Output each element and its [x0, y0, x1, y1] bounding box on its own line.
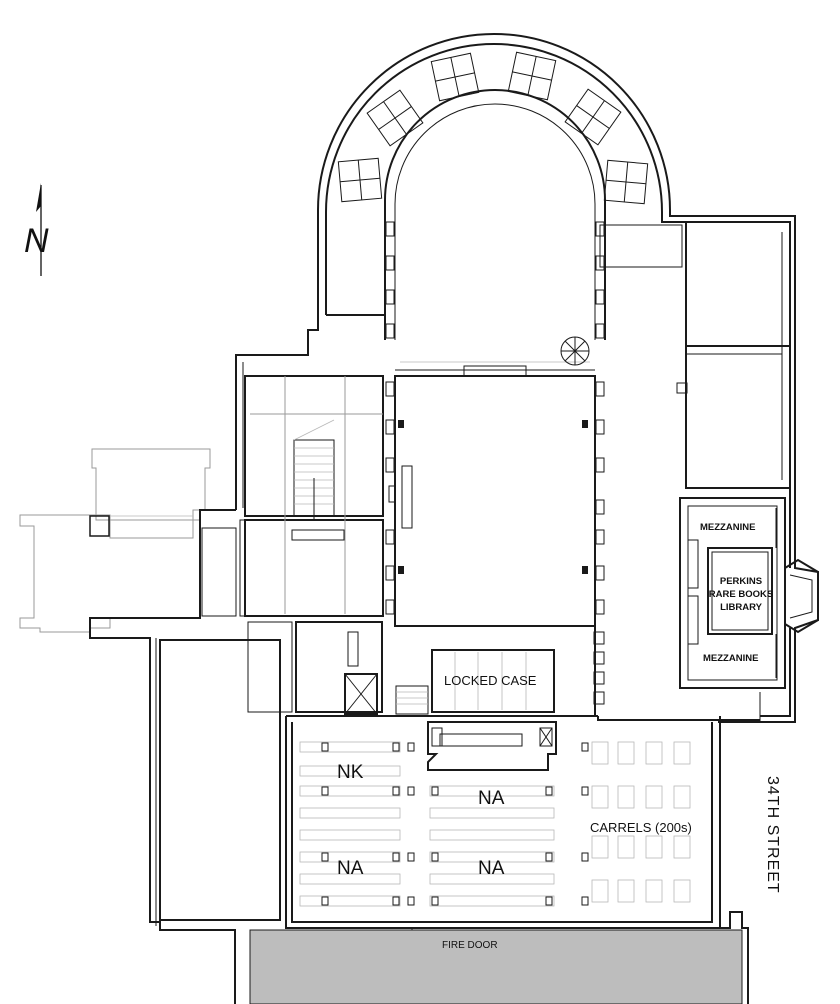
carrels-label: CARRELS (200s) — [590, 820, 692, 835]
perkins-label-line2: RARE BOOKS — [709, 589, 773, 600]
carrel-desks — [591, 741, 691, 903]
east-upper-rooms — [599, 221, 791, 489]
perkins-label-line1: PERKINS — [720, 576, 762, 587]
perkins-block — [679, 497, 819, 689]
central-hall — [385, 221, 605, 716]
nk-zone-label: NK — [337, 762, 364, 783]
locked-case-room — [431, 649, 555, 713]
pier-columns-left — [385, 221, 395, 615]
na-zone-center-top-label: NA — [478, 788, 505, 809]
compass-letter: N — [24, 222, 49, 260]
pier-columns-right — [593, 221, 605, 705]
na-zone-left-label: NA — [337, 858, 364, 879]
north-arrow-icon — [36, 183, 42, 276]
mezzanine-top-label: MEZZANINE — [700, 522, 755, 533]
south-annex — [249, 929, 743, 1004]
reading-room — [299, 721, 691, 943]
na-zone-center-bottom-label: NA — [478, 858, 505, 879]
west-stair-hall — [201, 375, 384, 617]
stack-shelves-left — [299, 741, 401, 907]
west-outbuilding — [19, 448, 211, 633]
south-west-rooms — [247, 621, 429, 715]
street-label: 34TH STREET — [764, 776, 781, 894]
stack-shelves-center — [429, 785, 555, 907]
spiral-stair-icon — [560, 336, 590, 366]
locked-case-label: LOCKED CASE — [444, 673, 537, 688]
perkins-label-line3: LIBRARY — [720, 602, 763, 613]
fire-door-label: FIRE DOOR — [442, 940, 498, 951]
stack-end-posts — [321, 742, 589, 906]
mezzanine-bottom-label: MEZZANINE — [703, 653, 758, 664]
apse-desks — [337, 51, 649, 205]
building-walls — [89, 33, 819, 1004]
